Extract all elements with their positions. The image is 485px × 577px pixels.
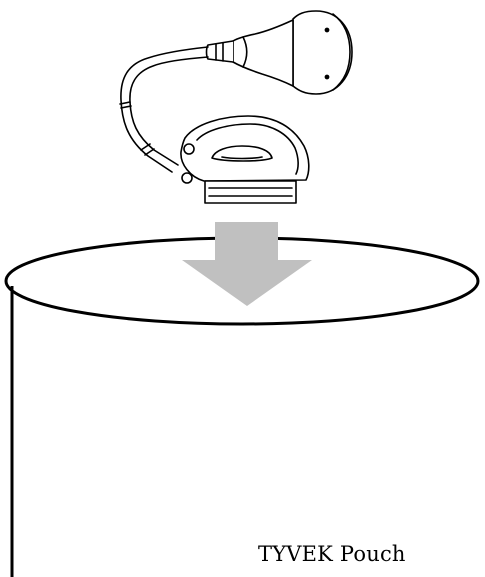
connector-screw-top — [183, 143, 195, 155]
probe-handle — [232, 19, 294, 87]
transducer-head — [292, 10, 353, 95]
connector-plug — [204, 180, 297, 204]
insert-down-arrow — [182, 222, 312, 306]
connector-screw-bottom — [181, 172, 193, 184]
transducer-lens-line — [332, 13, 351, 91]
pouch-label: TYVEK Pouch — [258, 542, 406, 566]
ultrasound-probe-illustration — [119, 10, 353, 204]
strain-relief — [205, 40, 234, 63]
probe-cable — [120, 46, 209, 173]
